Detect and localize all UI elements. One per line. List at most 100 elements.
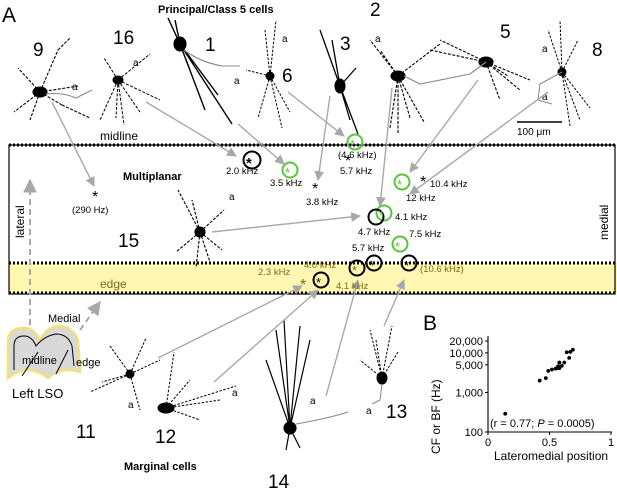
marker-asterisk: *	[352, 263, 357, 278]
y-tick-label: 5,000	[455, 360, 483, 372]
scatter-point	[546, 369, 551, 373]
cell-number-6: 6	[282, 66, 293, 87]
cell-number-8: 8	[592, 40, 603, 61]
axon-label: a	[542, 92, 548, 103]
cell-number-9: 9	[33, 40, 44, 61]
freq-label: 2.3 kHz	[258, 267, 290, 278]
lateral-label: lateral	[13, 205, 27, 238]
freq-label: 10.4 kHz	[430, 179, 468, 190]
cell-number-14: 14	[268, 472, 290, 491]
scatter-point	[567, 355, 572, 360]
midline-label: midline	[100, 129, 138, 143]
neuron-cell-5	[403, 39, 531, 101]
neuron-cell-13	[359, 325, 399, 405]
freq-label: 12 kHz	[406, 193, 436, 204]
medial-label: medial	[597, 205, 611, 240]
neuron-cell-15	[175, 189, 225, 269]
panel-b-points	[503, 347, 575, 416]
neuron-cell-2	[369, 39, 441, 134]
freq-label: 4.0 kHz	[304, 260, 336, 271]
marker-asterisk: *	[395, 239, 400, 254]
scatter-point	[559, 363, 564, 368]
freq-asterisks: * * * * * * * * * * * * * * *	[92, 137, 426, 294]
scale-bar-label: 100 μm	[517, 127, 551, 138]
freq-label: 2.0 kHz	[226, 166, 258, 177]
scatter-point	[503, 411, 508, 416]
neuron-cell-16	[99, 53, 161, 126]
freq-label: 7.5 kHz	[409, 229, 441, 240]
inset-edge-label: edge	[76, 357, 100, 369]
neuron-cell-14	[265, 319, 349, 451]
axon-label: a	[542, 44, 548, 55]
marker-asterisk: *	[285, 165, 290, 180]
inset-midline-label: midline	[22, 355, 57, 367]
x-tick-label: 0.5	[542, 437, 557, 449]
inset-dashed-arrows	[23, 178, 101, 331]
freq-label: 4.1 kHz	[336, 281, 368, 292]
freq-label: 4.7 kHz	[358, 227, 390, 238]
axon-label: a	[133, 58, 139, 69]
scatter-point	[564, 350, 569, 355]
header-marginal-cells: Marginal cells	[124, 461, 197, 473]
freq-label: 3.5 kHz	[270, 178, 302, 189]
marker-asterisk: *	[246, 155, 252, 172]
x-tick-label: 1	[608, 437, 614, 449]
marker-asterisk: *	[316, 275, 321, 290]
axon-label: a	[128, 400, 134, 411]
inset-caption: Left LSO	[12, 386, 63, 401]
scatter-point	[570, 347, 575, 352]
neuron-cell-9	[13, 37, 93, 121]
cell-number-5: 5	[500, 22, 511, 43]
mapping-arrows	[51, 79, 549, 397]
cell-number-13: 13	[386, 402, 407, 423]
edge-label: edge	[100, 277, 127, 291]
freq-label: (290 Hz)	[72, 205, 108, 216]
marker-asterisk: *	[312, 181, 318, 198]
scatter-point	[568, 350, 573, 354]
panel-b-ylabel: CF or BF (Hz)	[429, 379, 443, 454]
neuron-cell-8	[537, 19, 591, 127]
scatter-point	[557, 360, 562, 365]
cell-number-15: 15	[118, 231, 139, 252]
marker-asterisk: *	[350, 137, 355, 152]
cell-number-12: 12	[155, 427, 176, 448]
header-principal-cells: Principal/Class 5 cells	[158, 4, 274, 16]
cell-number-3: 3	[340, 34, 351, 55]
axon-label: a	[282, 34, 288, 45]
marker-asterisk: *	[404, 258, 409, 273]
freq-label: 5.7 kHz	[352, 243, 384, 254]
marker-asterisk: *	[345, 153, 351, 170]
freq-markers	[242, 133, 418, 289]
scatter-point	[550, 367, 554, 372]
scatter-point	[537, 378, 542, 383]
neuron-cell-1	[167, 17, 240, 125]
neuron-cell-11	[89, 337, 161, 411]
marker-asterisk: *	[379, 208, 384, 223]
panel-b-xlabel: Lateromedial position	[494, 449, 608, 463]
freq-label: 4.1 kHz	[395, 212, 427, 223]
marker-asterisk: *	[397, 177, 402, 192]
y-tick-label: 1,000	[455, 387, 483, 399]
freq-label: (10.6 kHz)	[420, 264, 464, 275]
neuron-cell-3	[319, 29, 359, 135]
y-tick-label: 100	[465, 427, 483, 439]
panel-a-letter: A	[2, 4, 16, 27]
stat-prefix: (r = 0.77;	[490, 418, 537, 430]
y-tick-label: 10,000	[449, 348, 483, 360]
freq-label: 5.7 kHz	[340, 166, 372, 177]
neuron-cell-6	[245, 19, 291, 129]
lso-inset	[6, 324, 82, 381]
panel-b-stat: (r = 0.77; P = 0.0005)	[490, 418, 595, 430]
marker-asterisk: *	[420, 174, 426, 191]
inset-medial-label: Medial	[48, 313, 80, 325]
neuron-cell-12	[157, 351, 237, 421]
x-tick-label: 0	[485, 437, 491, 449]
stat-p: P	[537, 418, 545, 430]
marker-asterisk: *	[369, 258, 374, 273]
scatter-point	[543, 376, 548, 381]
cell-number-1: 1	[205, 35, 216, 56]
scatter-point	[562, 360, 567, 365]
